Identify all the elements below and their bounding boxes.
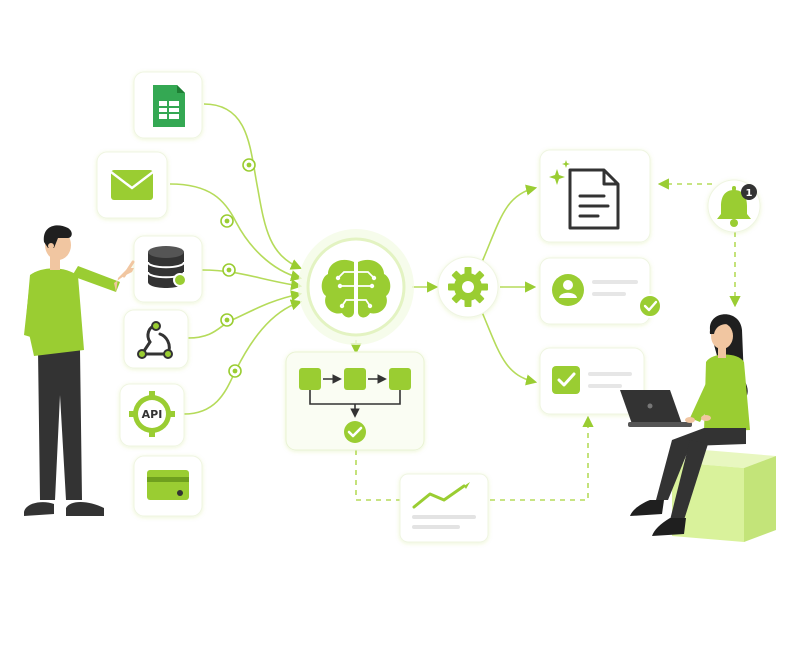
webhook-icon [137,321,173,359]
document-icon [568,168,620,230]
connector-workflow-report [355,450,400,501]
connector-webhook [187,290,303,339]
ai-hub[interactable] [298,229,414,345]
workflow-step-3 [389,368,411,390]
connector-nodes [220,158,256,378]
workflow-step-2 [344,368,366,390]
connector-email [169,183,303,282]
api-label: API [142,408,163,421]
notification[interactable]: 1 [707,179,761,233]
connector-spreadsheet [203,103,303,270]
output-document[interactable] [539,149,651,243]
source-webhook[interactable] [123,309,189,369]
workflow-icon [299,368,411,443]
spreadsheet-icon [153,85,185,127]
source-email[interactable] [96,151,168,219]
database-icon [147,246,187,288]
source-credit-card[interactable] [133,455,203,517]
source-spreadsheet[interactable] [133,71,203,139]
connector-gear-checklist [481,311,538,386]
source-database[interactable] [133,235,203,303]
connector-database [201,269,303,291]
output-profile[interactable] [539,257,662,325]
report-card[interactable] [399,473,489,543]
connector-api [183,299,303,415]
processor-gear[interactable] [437,256,499,318]
api-gear-icon: API [129,391,175,437]
gear-icon [448,267,488,307]
woman-laptop-figure [620,314,776,542]
user-profile-icon [552,274,638,306]
workflow-card[interactable] [285,351,425,451]
notification-badge: 1 [741,184,757,200]
source-api[interactable]: API [119,383,185,447]
workflow-check-icon [344,421,366,443]
connector-gear-document [481,184,538,263]
man-pointing-figure [24,225,135,516]
workflow-step-1 [299,368,321,390]
dashed-connectors [355,178,741,501]
checklist-icon [552,366,632,394]
notification-count: 1 [746,188,753,199]
connector-report-checklist [490,415,594,501]
output-checklist[interactable] [539,347,645,415]
bell-icon [717,186,751,227]
line-chart-icon [412,482,476,529]
ai-brain-icon [321,259,391,318]
sparkle-icon [549,160,570,185]
credit-card-icon [147,470,189,500]
check-circle-icon [638,294,662,318]
email-icon [110,170,154,200]
